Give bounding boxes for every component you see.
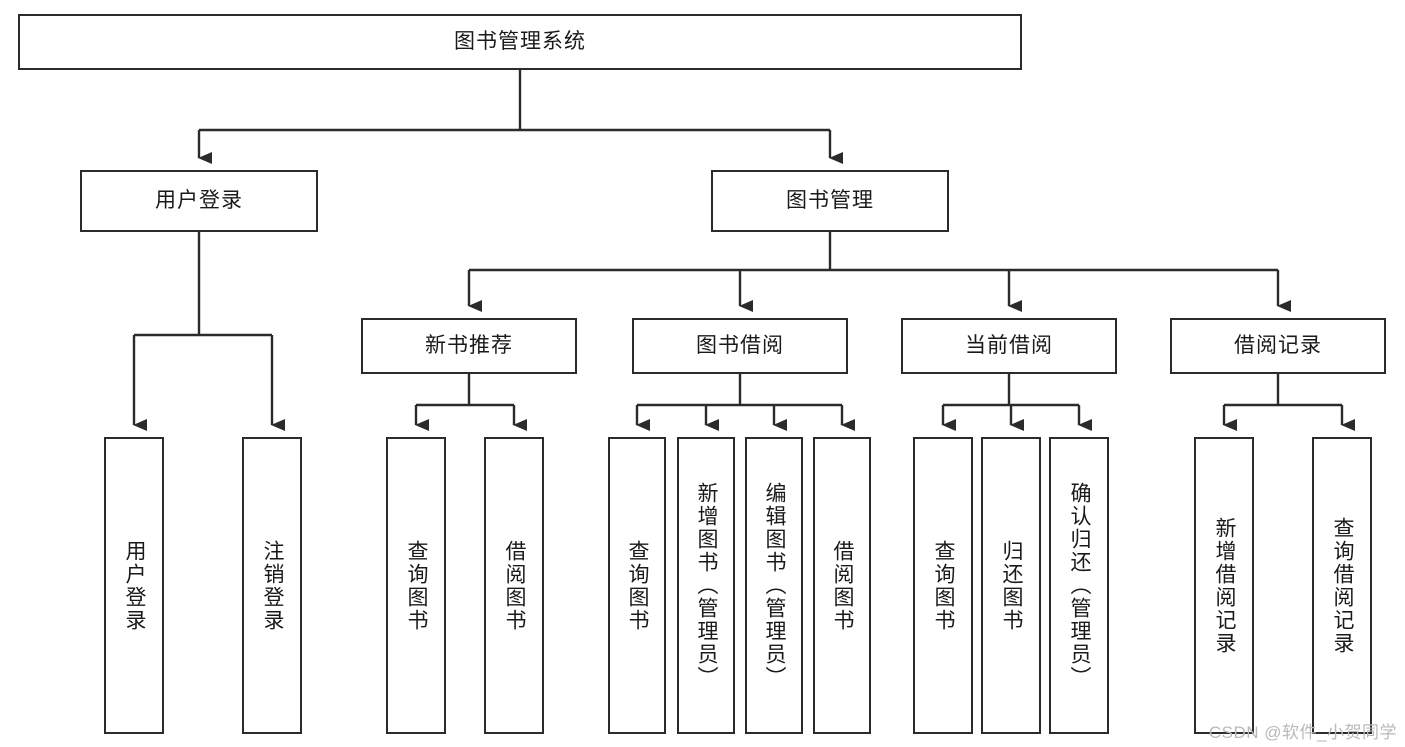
node-borrow-record[interactable]: 借阅记录 <box>1170 318 1386 374</box>
node-leaf-logout-login[interactable]: 注销登录 <box>242 437 302 734</box>
node-leaf-add-book[interactable]: 新增图书（管理员） <box>677 437 735 734</box>
node-leaf-logout-login-label: 注销登录 <box>261 539 285 632</box>
node-leaf-confirm-return[interactable]: 确认归还（管理员） <box>1049 437 1109 734</box>
node-leaf-query-borrow-record[interactable]: 查询借阅记录 <box>1312 437 1372 734</box>
node-leaf-add-borrow-record-label: 新增借阅记录 <box>1213 516 1237 655</box>
node-leaf-query-book-1-label: 查询图书 <box>405 539 429 632</box>
node-leaf-user-login[interactable]: 用户登录 <box>104 437 164 734</box>
node-leaf-borrow-book-1-label: 借阅图书 <box>503 539 527 632</box>
node-leaf-query-book-2[interactable]: 查询图书 <box>608 437 666 734</box>
node-new-book-recommend-label: 新书推荐 <box>425 334 513 358</box>
node-root-label: 图书管理系统 <box>454 30 586 54</box>
node-leaf-query-book-2-label: 查询图书 <box>626 539 650 632</box>
node-leaf-query-book-3[interactable]: 查询图书 <box>913 437 973 734</box>
node-borrow-record-label: 借阅记录 <box>1234 334 1322 358</box>
node-leaf-add-book-label: 新增图书（管理员） <box>695 482 719 689</box>
watermark: CSDN @软件_小贺同学 <box>1208 723 1397 742</box>
node-leaf-return-book-label: 归还图书 <box>1000 539 1024 632</box>
node-leaf-query-book-3-label: 查询图书 <box>932 539 956 632</box>
node-leaf-edit-book[interactable]: 编辑图书（管理员） <box>745 437 803 734</box>
node-current-borrow-label: 当前借阅 <box>965 334 1053 358</box>
node-current-borrow[interactable]: 当前借阅 <box>901 318 1117 374</box>
node-leaf-borrow-book-1[interactable]: 借阅图书 <box>484 437 544 734</box>
node-leaf-add-borrow-record[interactable]: 新增借阅记录 <box>1194 437 1254 734</box>
node-leaf-confirm-return-label: 确认归还（管理员） <box>1068 482 1092 689</box>
node-leaf-query-borrow-record-label: 查询借阅记录 <box>1331 516 1355 655</box>
node-root[interactable]: 图书管理系统 <box>18 14 1022 70</box>
node-book-borrow[interactable]: 图书借阅 <box>632 318 848 374</box>
node-new-book-recommend[interactable]: 新书推荐 <box>361 318 577 374</box>
node-book-manage-label: 图书管理 <box>786 189 874 213</box>
node-leaf-return-book[interactable]: 归还图书 <box>981 437 1041 734</box>
node-leaf-user-login-label: 用户登录 <box>123 539 147 632</box>
node-leaf-query-book-1[interactable]: 查询图书 <box>386 437 446 734</box>
node-book-borrow-label: 图书借阅 <box>696 334 784 358</box>
node-leaf-edit-book-label: 编辑图书（管理员） <box>763 482 787 689</box>
node-leaf-borrow-book-2[interactable]: 借阅图书 <box>813 437 871 734</box>
node-user-login-label: 用户登录 <box>155 189 243 213</box>
node-book-manage[interactable]: 图书管理 <box>711 170 949 232</box>
node-leaf-borrow-book-2-label: 借阅图书 <box>831 539 855 632</box>
node-user-login[interactable]: 用户登录 <box>80 170 318 232</box>
